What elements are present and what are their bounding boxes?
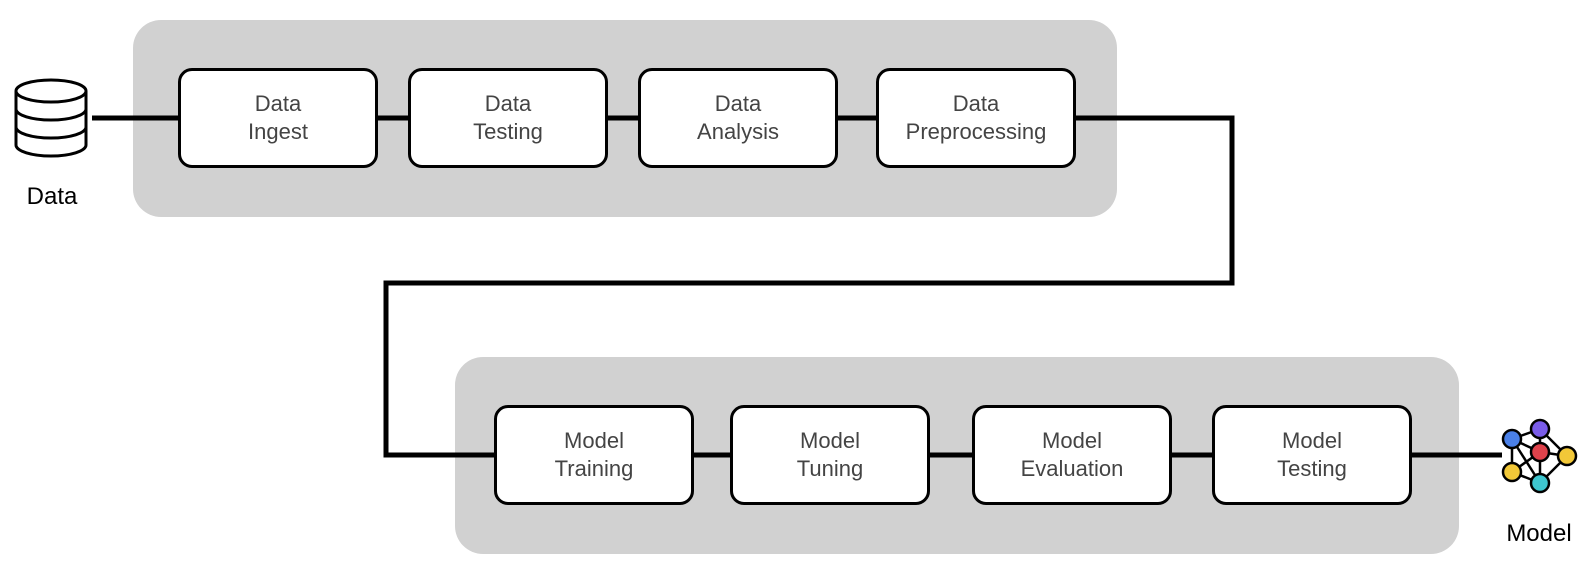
network-node-blue: [1501, 428, 1523, 450]
target-label: Model: [1506, 520, 1572, 547]
stage-label-line2: Testing: [1277, 456, 1347, 481]
stage-label-line2: Evaluation: [1020, 456, 1124, 481]
connector-preprocessing-to-training: [383, 115, 1235, 458]
stage-model-evaluation: Model Evaluation: [972, 405, 1172, 505]
stage-data-analysis: Data Analysis: [638, 68, 838, 168]
stage-model-tuning: Model Tuning: [730, 405, 930, 505]
stage-label-line2: Analysis: [697, 119, 779, 144]
stage-label-line1: Data: [484, 91, 532, 116]
stage-model-training: Model Training: [494, 405, 694, 505]
stage-label-line2: Tuning: [796, 456, 864, 481]
network-node-purple: [1529, 418, 1551, 440]
stage-model-testing: Model Testing: [1212, 405, 1412, 505]
network-node-yellow-right: [1556, 445, 1578, 467]
stage-data-ingest: Data Ingest: [178, 68, 378, 168]
stage-label-line1: Data: [254, 91, 302, 116]
network-node-yellow-left: [1501, 461, 1523, 483]
database-icon: [14, 78, 88, 158]
stage-label-line1: Model: [1282, 428, 1342, 453]
stage-data-preprocessing: Data Preprocessing: [876, 68, 1076, 168]
stage-label-line1: Data: [714, 91, 762, 116]
network-node-teal: [1529, 472, 1551, 494]
stage-label-line2: Testing: [473, 119, 543, 144]
stage-label-line1: Data: [952, 91, 1000, 116]
stage-label-line2: Preprocessing: [905, 119, 1047, 144]
neural-network-icon: [1501, 418, 1578, 494]
stage-label-line2: Ingest: [248, 119, 308, 144]
stage-label-line1: Model: [564, 428, 624, 453]
stage-data-testing: Data Testing: [408, 68, 608, 168]
network-node-red: [1529, 441, 1551, 463]
stage-label-line1: Model: [800, 428, 860, 453]
stage-label-line2: Training: [554, 456, 634, 481]
stage-label-line1: Model: [1042, 428, 1102, 453]
source-label: Data: [26, 183, 78, 210]
